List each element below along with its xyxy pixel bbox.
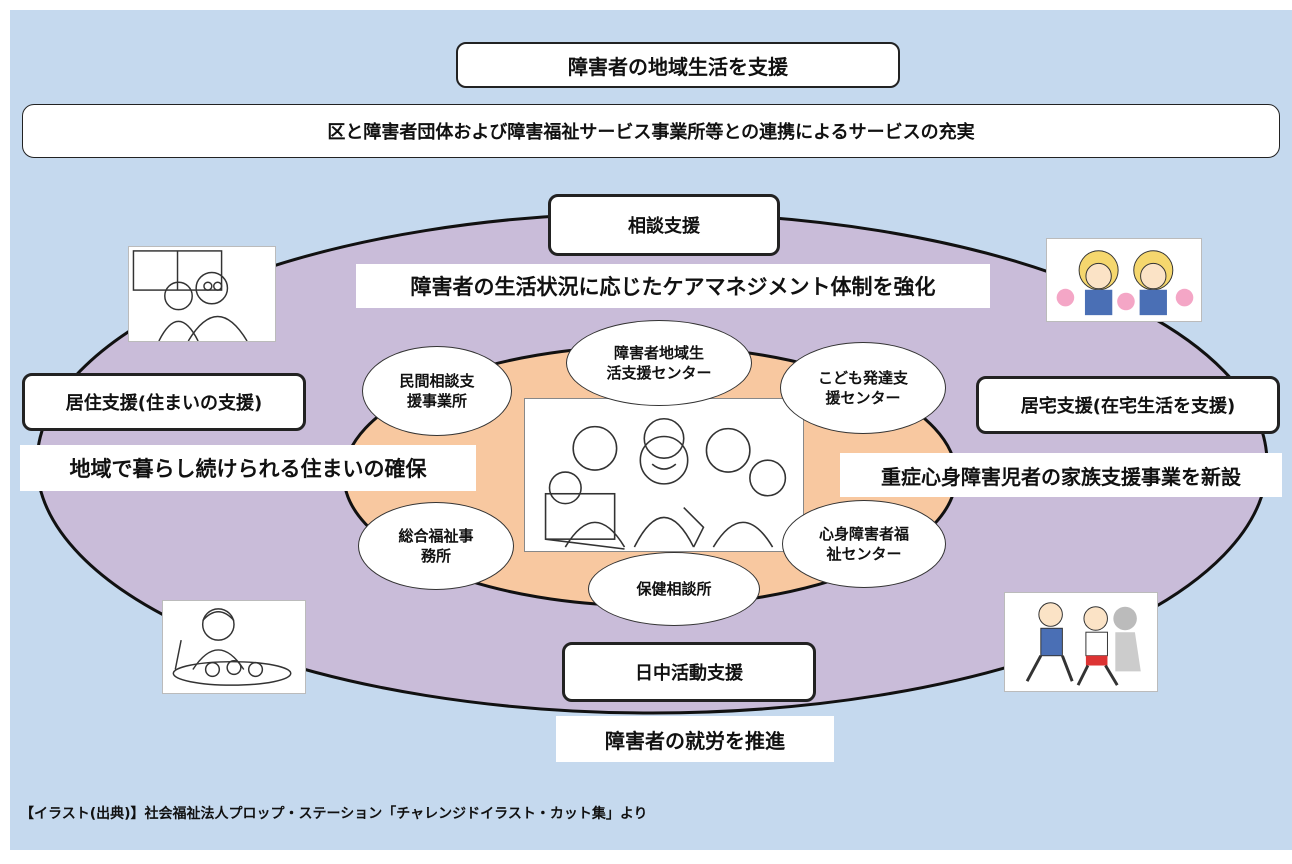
bubble-private-consultation-office: 民間相談支 援事業所 bbox=[362, 346, 512, 436]
daytime-title: 日中活動支援 bbox=[635, 663, 743, 684]
bubble-disability-welfare-center: 心身障害者福 祉センター bbox=[782, 500, 946, 588]
page-title: 障害者の地域生活を支援 bbox=[568, 54, 788, 79]
page-subtitle: 区と障害者団体および障害福祉サービス事業所等との連携によるサービスの充実 bbox=[327, 122, 975, 143]
consultation-description-text: 障害者の生活状況に応じたケアマネジメント体制を強化 bbox=[410, 275, 936, 299]
home-title: 居宅支援(在宅生活を支援) bbox=[1020, 396, 1236, 417]
cooking-person-icon bbox=[172, 608, 292, 686]
bubble-welfare-office: 総合福祉事 務所 bbox=[358, 502, 514, 590]
elderly-couple-illustration bbox=[128, 246, 276, 342]
children-flowers-illustration bbox=[1046, 238, 1202, 322]
children-flowers-icon bbox=[1056, 250, 1194, 316]
cooking-person-illustration bbox=[162, 600, 306, 694]
consultation-description: 障害者の生活状況に応じたケアマネジメント体制を強化 bbox=[356, 264, 990, 308]
daytime-description: 障害者の就労を推進 bbox=[556, 716, 834, 762]
people-at-computer-illustration bbox=[544, 417, 787, 550]
center-illustration bbox=[524, 398, 804, 552]
bubble-child-development-center: こども発達支 援センター bbox=[780, 342, 946, 434]
residence-title: 居住支援(住まいの支援) bbox=[65, 393, 263, 414]
home-description-text: 重症心身障害児者の家族支援事業を新設 bbox=[881, 464, 1241, 489]
consultation-title: 相談支援 bbox=[628, 216, 700, 237]
residence-description: 地域で暮らし続けられる住まいの確保 bbox=[20, 445, 476, 491]
title-box: 障害者の地域生活を支援 bbox=[456, 42, 900, 88]
daytime-title-box: 日中活動支援 bbox=[562, 642, 816, 702]
runners-illustration bbox=[1004, 592, 1158, 692]
consultation-title-box: 相談支援 bbox=[548, 194, 780, 256]
home-description: 重症心身障害児者の家族支援事業を新設 bbox=[840, 453, 1282, 497]
residence-title-box: 居住支援(住まいの支援) bbox=[22, 373, 306, 431]
daytime-description-text: 障害者の就労を推進 bbox=[605, 728, 785, 753]
subtitle-box: 区と障害者団体および障害福祉サービス事業所等との連携によるサービスの充実 bbox=[22, 104, 1280, 158]
illustration-credit: 【イラスト(出典)】社会福祉法人プロップ・ステーション「チャレンジドイラスト・カ… bbox=[20, 806, 648, 822]
bubble-community-support-center: 障害者地域生 活支援センター bbox=[566, 320, 752, 406]
residence-description-text: 地域で暮らし続けられる住まいの確保 bbox=[69, 457, 427, 481]
elderly-couple-icon bbox=[132, 250, 248, 341]
bubble-health-center: 保健相談所 bbox=[588, 552, 760, 626]
runners-icon bbox=[1025, 602, 1141, 686]
home-title-box: 居宅支援(在宅生活を支援) bbox=[976, 376, 1280, 434]
